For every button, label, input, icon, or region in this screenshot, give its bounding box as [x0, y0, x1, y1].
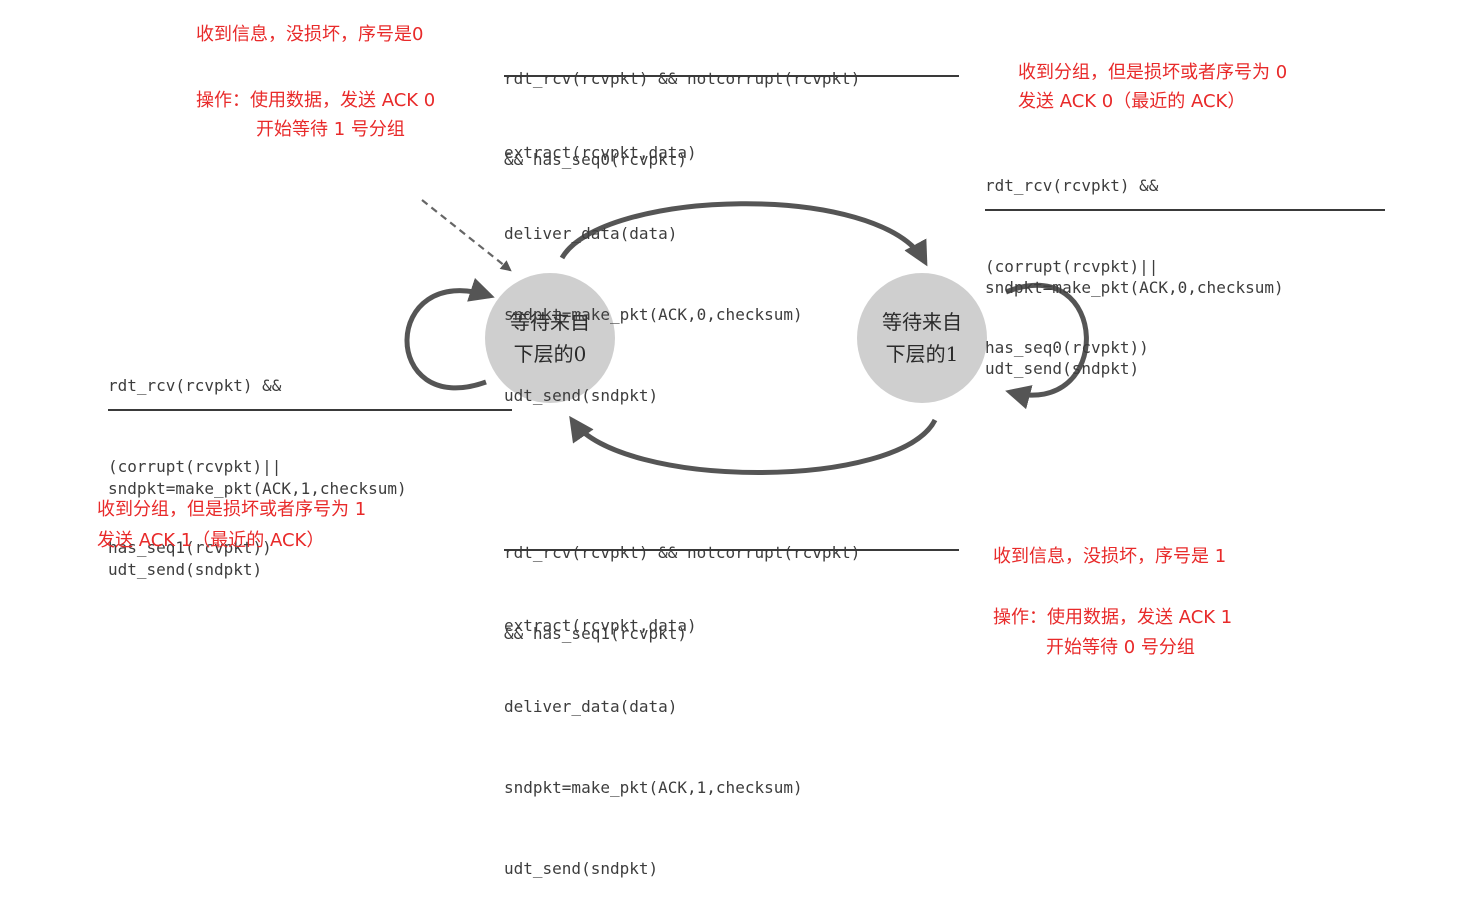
annotation-bottom-right-line3: 开始等待 0 号分组: [1046, 637, 1195, 658]
state-1-label-line1: 等待来自: [882, 310, 962, 334]
code-line: sndpkt=make_pkt(ACK,0,checksum): [504, 305, 803, 324]
code-line: udt_send(sndpkt): [108, 560, 263, 579]
transition-1-to-0-divider: [504, 549, 959, 551]
code-line: sndpkt=make_pkt(ACK,0,checksum): [985, 278, 1284, 297]
annotation-bottom-right-line2: 操作：使用数据，发送 ACK 1: [993, 607, 1233, 628]
state-0-label: 等待来自 下层的0: [485, 306, 615, 370]
code-line: sndpkt=make_pkt(ACK,1,checksum): [504, 778, 803, 797]
annotation-top-left-line3: 开始等待 1 号分组: [256, 119, 405, 140]
transition-1-to-0-event: rdt_rcv(rcvpkt) && notcorrupt(rcvpkt) &&…: [504, 485, 860, 674]
code-line: udt_send(sndpkt): [504, 386, 659, 405]
annotation-top-left-line2: 操作：使用数据，发送 ACK 0: [196, 90, 436, 111]
code-line: rdt_rcv(rcvpkt) &&: [985, 176, 1159, 195]
transition-0-to-1-actions: extract(rcvpkt,data) deliver_data(data) …: [504, 85, 803, 436]
code-line: has_seq1(rcvpkt)): [108, 538, 272, 557]
fsm-diagram: [404, 199, 1089, 475]
code-line: deliver_data(data): [504, 697, 678, 716]
state-1-label: 等待来自 下层的1: [857, 306, 987, 370]
transition-0-to-1-event: rdt_rcv(rcvpkt) && notcorrupt(rcvpkt) &&…: [504, 11, 860, 200]
state-0-circle: [485, 273, 615, 403]
arrow-state1-to-state0: [569, 415, 938, 475]
transition-1-self-event: rdt_rcv(rcvpkt) && (corrupt(rcvpkt)|| ha…: [985, 118, 1158, 388]
self-loop-state1: [1005, 282, 1089, 410]
annotation-bottom-right-line1: 收到信息，没损坏，序号是 1: [993, 546, 1227, 567]
transition-0-self-divider: [108, 409, 512, 411]
code-line: deliver_data(data): [504, 224, 678, 243]
state-1-label-line2: 下层的1: [885, 342, 959, 366]
annotation-bottom-left-line2: 发送 ACK 1（最近的 ACK）: [97, 530, 325, 551]
code-line: (corrupt(rcvpkt)||: [108, 457, 282, 476]
code-line: extract(rcvpkt,data): [504, 616, 697, 635]
code-line: has_seq0(rcvpkt)): [985, 338, 1149, 357]
transition-1-self-divider: [985, 209, 1385, 211]
code-line: extract(rcvpkt,data): [504, 143, 697, 162]
code-line: udt_send(sndpkt): [985, 359, 1140, 378]
transition-0-self-actions: sndpkt=make_pkt(ACK,1,checksum) udt_send…: [108, 421, 407, 610]
code-line: (corrupt(rcvpkt)||: [985, 257, 1159, 276]
arrow-state0-to-state1: [559, 201, 928, 267]
code-line: rdt_rcv(rcvpkt) && notcorrupt(rcvpkt): [504, 543, 861, 562]
annotation-top-right-line1: 收到分组，但是损坏或者序号为 0: [1018, 62, 1288, 83]
state-0-label-line2: 下层的0: [513, 342, 587, 366]
transition-0-to-1-divider: [504, 75, 959, 77]
code-line: rdt_rcv(rcvpkt) && notcorrupt(rcvpkt): [504, 69, 861, 88]
transition-0-self-event: rdt_rcv(rcvpkt) && (corrupt(rcvpkt)|| ha…: [108, 318, 281, 588]
code-line: && has_seq1(rcvpkt): [504, 624, 688, 643]
code-line: sndpkt=make_pkt(ACK,1,checksum): [108, 479, 407, 498]
initial-state-arrow: [421, 199, 512, 272]
state-0-label-line1: 等待来自: [510, 310, 590, 334]
annotation-top-right-line2: 发送 ACK 0（最近的 ACK）: [1018, 91, 1246, 112]
code-line: udt_send(sndpkt): [504, 859, 659, 878]
state-1-circle: [857, 273, 987, 403]
code-line: rdt_rcv(rcvpkt) &&: [108, 376, 282, 395]
code-line: && has_seq0(rcvpkt): [504, 150, 688, 169]
annotation-top-left-line1: 收到信息，没损坏，序号是0: [196, 24, 424, 45]
transition-1-self-actions: sndpkt=make_pkt(ACK,0,checksum) udt_send…: [985, 220, 1284, 409]
annotation-bottom-left-line1: 收到分组，但是损坏或者序号为 1: [97, 499, 367, 520]
transition-1-to-0-actions: extract(rcvpkt,data) deliver_data(data) …: [504, 558, 803, 909]
self-loop-state0: [404, 277, 495, 391]
